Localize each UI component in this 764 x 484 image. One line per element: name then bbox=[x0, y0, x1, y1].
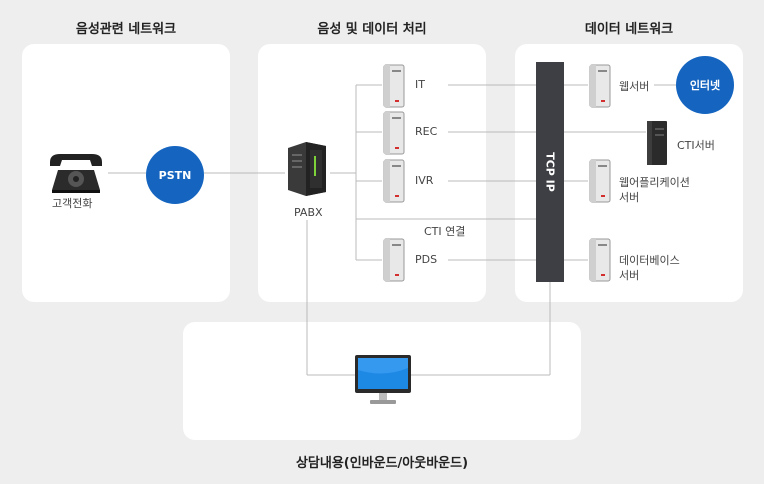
tcp-ip-label: TCP IP bbox=[543, 152, 557, 192]
db-server-icon bbox=[589, 238, 611, 282]
pabx-server-icon bbox=[288, 142, 326, 196]
cti-link-label: CTI 연결 bbox=[424, 225, 466, 238]
rec-label: REC bbox=[415, 125, 438, 138]
tcp-ip-bus: TCP IP bbox=[536, 62, 564, 282]
web-server-label: 웹서버 bbox=[619, 80, 650, 93]
internet-node: 인터넷 bbox=[676, 56, 734, 114]
it-server-icon bbox=[383, 64, 405, 108]
ivr-label: IVR bbox=[415, 174, 434, 187]
voice-data-title: 음성 및 데이터 처리 bbox=[317, 22, 427, 37]
web-app-server-label-line1: 웹어플리케이션 bbox=[619, 176, 690, 189]
telephone-icon bbox=[50, 154, 102, 193]
pds-label: PDS bbox=[415, 253, 438, 266]
ivr-server-icon bbox=[383, 159, 405, 203]
pstn-node: PSTN bbox=[146, 146, 204, 204]
consult-title: 상담내용(인바운드/아웃바운드) bbox=[295, 456, 469, 471]
pds-server-icon bbox=[383, 238, 405, 282]
db-server-label-line2: 서버 bbox=[619, 269, 640, 282]
data-network-title: 데이터 네트워크 bbox=[584, 22, 674, 37]
it-label: IT bbox=[415, 78, 425, 91]
pstn-label: PSTN bbox=[158, 168, 192, 182]
rec-server-icon bbox=[383, 111, 405, 155]
customer-phone-label: 고객전화 bbox=[52, 197, 93, 210]
web-app-server-label-line2: 서버 bbox=[619, 191, 640, 204]
web-app-server-icon bbox=[589, 159, 611, 203]
cti-server-label: CTI서버 bbox=[677, 139, 715, 152]
db-server-label-line1: 데이터베이스 bbox=[619, 254, 680, 267]
cti-server-icon bbox=[647, 121, 667, 165]
pabx-label: PABX bbox=[294, 206, 323, 219]
web-server-icon bbox=[589, 64, 611, 108]
monitor-icon bbox=[355, 355, 411, 404]
voice-network-title: 음성관련 네트워크 bbox=[75, 22, 177, 37]
internet-label: 인터넷 bbox=[689, 79, 721, 92]
